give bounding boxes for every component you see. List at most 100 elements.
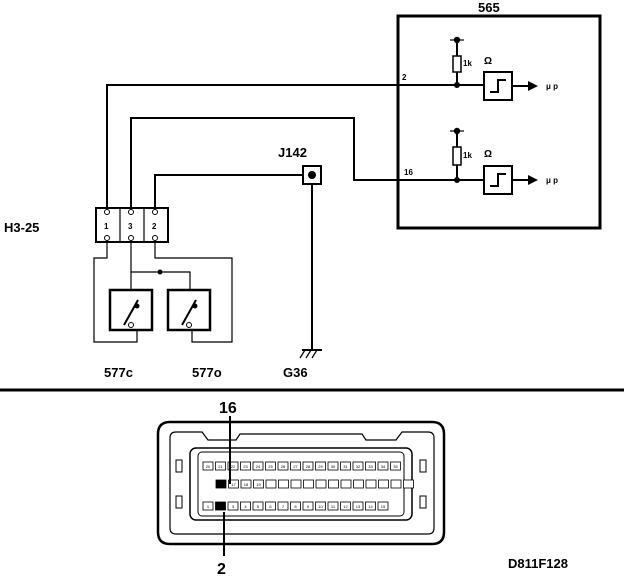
wire-pin3-to-ecu-16 [130, 117, 398, 208]
connector-pin-cell [378, 479, 389, 489]
connector-h3-25-label: H3-25 [4, 220, 39, 235]
wire-pin3-common [130, 242, 191, 290]
connector-pin-cell [377, 461, 389, 471]
connector-pin-cell [328, 479, 339, 489]
connector-pin-cell [202, 501, 214, 511]
connector-pin-cell [277, 461, 289, 471]
ecu-565-label: 565 [478, 0, 500, 15]
connector-pin-number: 34 [381, 464, 386, 469]
connector-pin-cell [353, 479, 364, 489]
connector-pin-cell [315, 479, 327, 489]
connector-pin-number: 29 [318, 464, 323, 469]
connector-pin-number: 11 [331, 504, 336, 509]
connector-pin-number: 4 [244, 504, 247, 509]
connector-pin-cell [253, 479, 264, 489]
ground-g36-symbol [299, 349, 322, 359]
svg-text:Ω: Ω [484, 149, 492, 160]
ecu-pin-16-label: 16 [404, 168, 413, 177]
connector-pin-cell [240, 461, 251, 471]
connector-pin-cell [215, 461, 226, 471]
svg-text:μ p: μ p [546, 176, 558, 185]
connector-h3-25: 1 3 2 [95, 207, 169, 243]
connector-pin-number: 10 [318, 504, 323, 509]
connector-pin-cell [315, 501, 326, 511]
connector-pin-cell [403, 479, 414, 489]
connector-pin-cell [365, 461, 376, 471]
connector-pin-cell [352, 461, 364, 471]
connector-pin-cell [315, 461, 326, 471]
connector-pin-number: 22 [231, 464, 236, 469]
svg-text:Ω: Ω [484, 56, 492, 67]
connector-pin-number: 23 [243, 464, 248, 469]
connector-pin-cell [240, 479, 252, 489]
connector-pin-number: 16 [219, 482, 224, 487]
connector-pin-number: 21 [218, 464, 223, 469]
connector-pin-cell [277, 501, 289, 511]
connector-pin-number: 9 [307, 504, 310, 509]
connector-pin-number: 24 [256, 464, 261, 469]
connector-pin-number: 33 [368, 464, 373, 469]
connector-pin-cell [352, 501, 364, 511]
connector-pin-cell [265, 501, 276, 511]
connector-pin-cell [365, 479, 377, 489]
connector-pin-number: 5 [257, 504, 260, 509]
svg-text:1k: 1k [463, 59, 472, 68]
connector-pin-cell [303, 479, 314, 489]
connector-pin-cell [252, 501, 264, 511]
connector-pin-cell [265, 461, 276, 471]
connector-pin-cell [390, 461, 401, 471]
svg-text:μ p: μ p [546, 82, 558, 91]
connector-pin-number: 25 [268, 464, 273, 469]
connector-pin-number: 28 [306, 464, 311, 469]
connector-pin-number: 35 [393, 464, 398, 469]
wire-pin1-switch-c [93, 242, 138, 343]
switch-577o [166, 288, 212, 332]
connector-pin-3: 3 [128, 222, 133, 231]
connector-pin-number: 12 [343, 504, 348, 509]
ground-g36-label: G36 [283, 365, 308, 380]
callout-2-label: 2 [217, 561, 226, 578]
switch-577c-label: 577c [104, 365, 133, 380]
connector-pin-cell [390, 479, 402, 489]
connector-pin-cell [290, 501, 301, 511]
connector-pin-2: 2 [152, 222, 157, 231]
connector-pin-number: 32 [356, 464, 361, 469]
connector-pin-cell [302, 501, 314, 511]
connector-pin-cell [365, 501, 376, 511]
connector-pin-number: 6 [269, 504, 272, 509]
connector-pin-cell [252, 461, 264, 471]
svg-text:1k: 1k [463, 151, 472, 160]
connector-pin-number: 17 [231, 482, 236, 487]
connector-pin-cell [340, 501, 351, 511]
connector-pin-cell [302, 461, 314, 471]
wire-pin2-switch-o [154, 242, 233, 343]
switch-577o-label: 577o [192, 365, 222, 380]
connector-pin-cell [340, 461, 351, 471]
connector-pin-cell [265, 479, 277, 489]
wire-pin1-to-ecu-2 [106, 84, 398, 208]
connector-pin-number: 13 [356, 504, 361, 509]
ecu-565-box [396, 14, 602, 230]
connector-pin-cell [227, 461, 239, 471]
connector-pin-cell [290, 479, 302, 489]
connector-pin-number: 14 [368, 504, 373, 509]
connector-pin-number: 19 [256, 482, 261, 487]
connector-pin-number: 15 [381, 504, 386, 509]
connector-pin-cell [377, 501, 389, 511]
ecu-channel-b: 1k Ω μ p 16 [398, 127, 558, 195]
connector-pin-cell [340, 479, 352, 489]
connector-pin-number: 8 [294, 504, 297, 509]
ecu-channel-a: 1k Ω μ p 2 [398, 36, 558, 101]
connector-pin-cell [240, 501, 251, 511]
wire-pin2-to-j142 [154, 174, 303, 208]
connector-pin-cell [215, 479, 227, 489]
connector-pin-number: 2 [219, 504, 222, 509]
switch-577c [108, 288, 154, 332]
connector-pin-number: 27 [293, 464, 298, 469]
connector-pin-number: 31 [343, 464, 348, 469]
connector-pin-cell [202, 461, 214, 471]
drawing-code: D811F128 [508, 556, 568, 571]
